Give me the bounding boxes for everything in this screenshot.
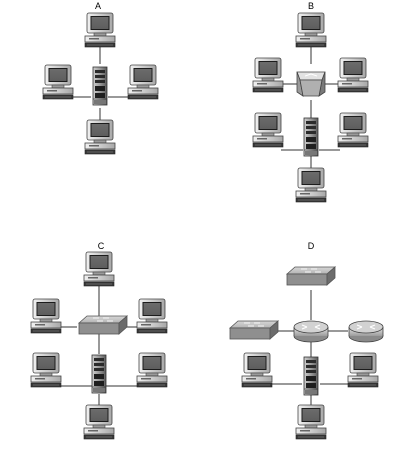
pc-icon bbox=[241, 352, 273, 388]
pc-icon bbox=[295, 12, 327, 48]
server-icon bbox=[303, 117, 319, 157]
server-icon bbox=[303, 356, 319, 396]
router-icon bbox=[348, 320, 384, 343]
panel-label-c: C bbox=[98, 241, 105, 251]
panel-label-b: B bbox=[308, 1, 314, 11]
pc-icon bbox=[30, 352, 62, 388]
pc-icon bbox=[83, 404, 115, 440]
pc-icon bbox=[84, 12, 116, 48]
panel-c bbox=[30, 251, 168, 440]
pc-icon bbox=[42, 64, 74, 100]
pc-icon bbox=[136, 298, 168, 334]
panel-a bbox=[42, 12, 159, 155]
pc-icon bbox=[295, 167, 327, 203]
pc-icon bbox=[84, 119, 116, 155]
pc-icon bbox=[337, 57, 369, 93]
pc-icon bbox=[136, 352, 168, 388]
panel-label-a: A bbox=[95, 1, 101, 11]
pc-icon bbox=[127, 64, 159, 100]
switch-icon bbox=[286, 266, 336, 286]
pc-icon bbox=[83, 251, 115, 287]
server-icon bbox=[91, 354, 107, 394]
panel-d bbox=[229, 266, 384, 440]
pc-icon bbox=[252, 112, 284, 148]
pc-icon bbox=[337, 112, 369, 148]
switch-icon bbox=[229, 320, 279, 340]
server-icon bbox=[92, 66, 108, 106]
switch-icon bbox=[78, 315, 128, 335]
pc-icon bbox=[30, 298, 62, 334]
pc-icon bbox=[252, 57, 284, 93]
panel-label-d: D bbox=[308, 241, 315, 251]
router-icon bbox=[293, 320, 329, 343]
pc-icon bbox=[347, 352, 379, 388]
panel-b bbox=[252, 12, 369, 203]
hub-icon bbox=[296, 71, 326, 97]
pc-icon bbox=[295, 404, 327, 440]
